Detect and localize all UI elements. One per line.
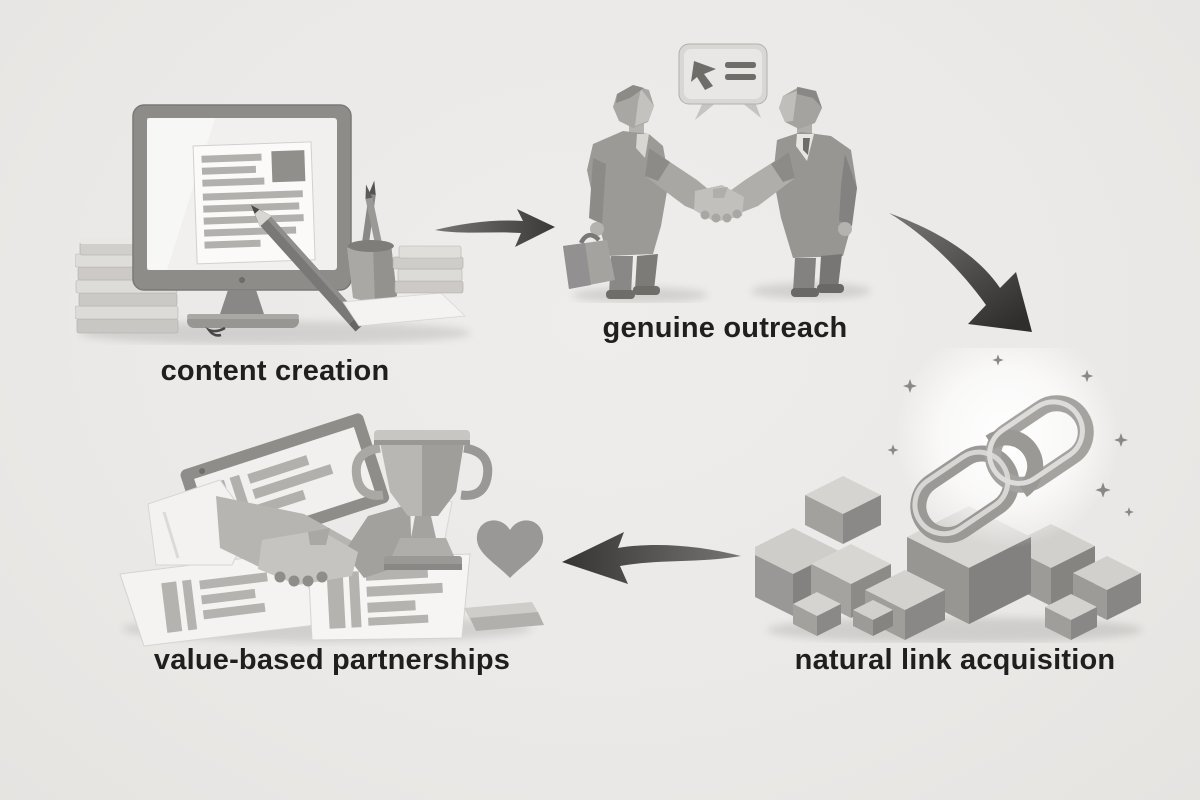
handshake-documents-trophy-heart-icon — [119, 413, 544, 647]
arrow-curved-down-right-icon — [889, 213, 1032, 332]
speech-bubble-icon — [678, 43, 768, 120]
pencil-icon — [251, 205, 367, 332]
open-documents-icon — [119, 551, 544, 647]
stage-value-based-partnerships — [112, 412, 552, 647]
value-based-partnerships-label: value-based partnerships — [153, 644, 511, 676]
chain-links-on-cubes-icon — [755, 348, 1143, 643]
handshake-hands-icon — [694, 185, 744, 223]
stage-natural-link-acquisition — [755, 348, 1155, 643]
briefcase-icon — [563, 233, 615, 289]
paper-stack-right-icon — [392, 245, 464, 294]
genuine-outreach-label: genuine outreach — [602, 312, 848, 344]
sparkles-icon — [887, 354, 1134, 517]
small-pen-nib-icon — [205, 326, 226, 337]
handshake-figures-speech-bubble-icon — [563, 43, 871, 303]
stage-genuine-outreach — [545, 28, 905, 303]
cubes-pile-icon — [755, 476, 1141, 640]
monitor-icon — [132, 104, 352, 328]
heart-icon — [476, 520, 544, 578]
stage-content-creation — [75, 100, 475, 345]
arrow-right-icon — [435, 209, 555, 247]
pen-cup-icon — [347, 180, 397, 304]
cursor-icon — [691, 61, 716, 90]
monitor-document-pencil-icon — [75, 104, 471, 345]
tie-icon — [803, 138, 810, 155]
natural-link-acquisition-label: natural link acquisition — [794, 644, 1116, 676]
desk-sheet-icon — [342, 292, 466, 327]
person-right-icon — [723, 87, 857, 297]
chain-links-icon — [910, 395, 1094, 544]
trophy-icon — [351, 430, 493, 570]
arrow-left-icon — [562, 532, 741, 584]
content-creation-label: content creation — [160, 355, 390, 387]
